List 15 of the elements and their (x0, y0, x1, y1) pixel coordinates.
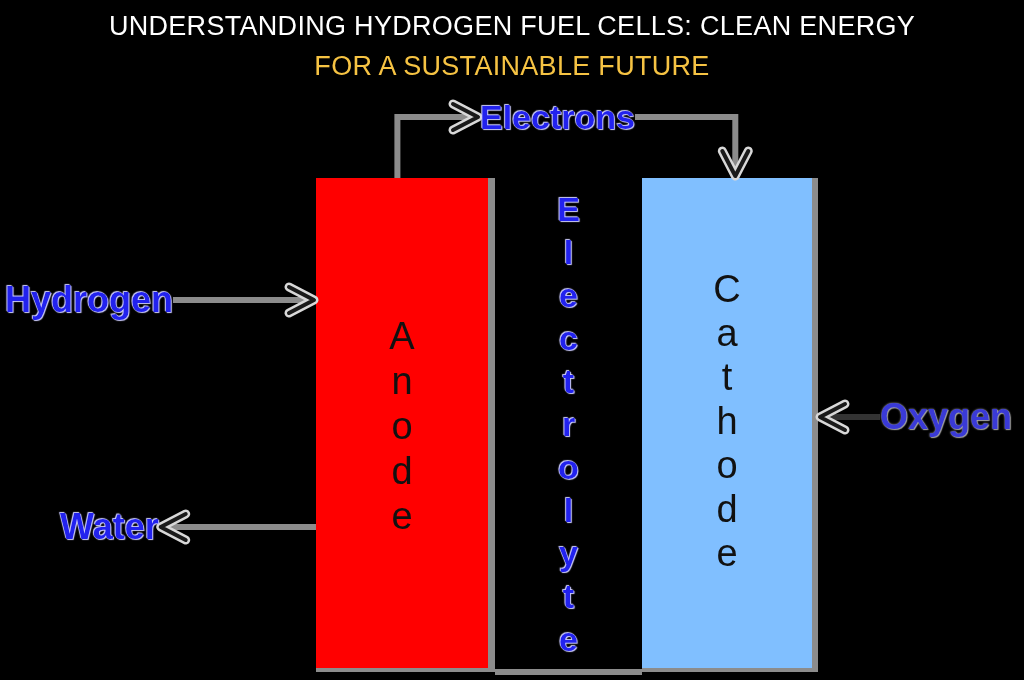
gas-label: Oxygen (880, 399, 1013, 435)
title: UNDERSTANDING HYDROGEN FUEL CELLS: CLEAN ENERGY FOR A SUSTAINABLE FUTURE (107, 10, 917, 83)
arrow (156, 509, 316, 545)
anode-block (316, 178, 495, 672)
electrolyte-label: Electrolyte (551, 190, 586, 663)
arrow (394, 99, 483, 178)
product-label: Water (60, 509, 159, 545)
electrode-label: Cathode (708, 268, 746, 576)
gas-label: Hydrogen (5, 282, 173, 318)
cathode-block (642, 178, 818, 672)
arrow (815, 399, 880, 435)
arrow (173, 282, 319, 318)
electrode-label: Anode (383, 315, 421, 540)
arrow (635, 114, 753, 181)
electron-label: Electrons (480, 100, 635, 134)
